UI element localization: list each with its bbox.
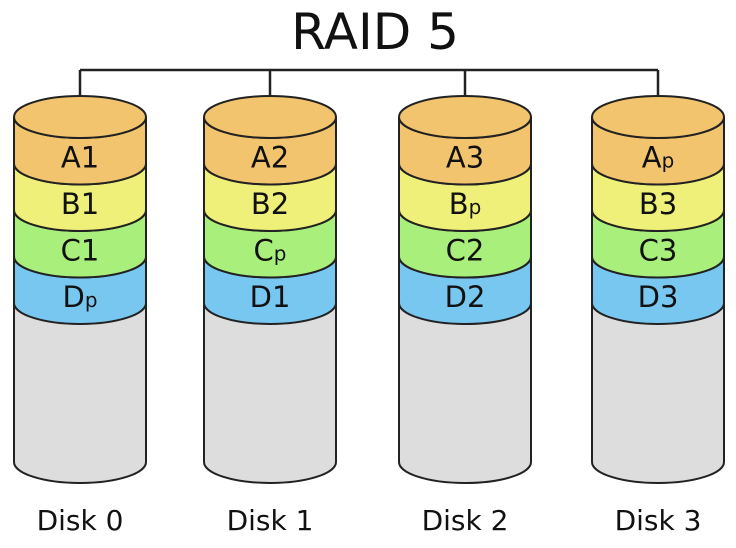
disk-top-cap bbox=[13, 95, 147, 139]
block-label-sub: 2 bbox=[271, 187, 289, 221]
disk-name-label: Disk 3 bbox=[615, 504, 702, 537]
block-label-base: D bbox=[250, 280, 272, 314]
block-label-base: C bbox=[254, 233, 274, 267]
block-label-base: A bbox=[61, 140, 81, 174]
block-label-base: C bbox=[61, 233, 81, 267]
block-label-base: B bbox=[449, 187, 469, 221]
block-label: B2 bbox=[251, 187, 289, 221]
block-label: D2 bbox=[445, 280, 486, 314]
block-label-sub: p bbox=[662, 148, 675, 172]
disk-name-label: Disk 0 bbox=[37, 504, 124, 537]
block-label-base: D bbox=[62, 280, 84, 314]
block-label: A3 bbox=[446, 140, 484, 174]
block-label-base: B bbox=[251, 187, 271, 221]
disk-top-cap bbox=[203, 95, 337, 139]
block-label-base: C bbox=[446, 233, 466, 267]
block-label-sub: 1 bbox=[81, 187, 99, 221]
disk-name-label: Disk 2 bbox=[422, 504, 509, 537]
disk-empty-space bbox=[591, 302, 725, 484]
block-label: D1 bbox=[250, 280, 291, 314]
block-label: A1 bbox=[61, 140, 99, 174]
block-label-sub: 2 bbox=[271, 140, 289, 174]
block-label-sub: p bbox=[85, 288, 98, 312]
block-label: A2 bbox=[251, 140, 289, 174]
block-label-sub: 3 bbox=[659, 187, 677, 221]
block-label-base: B bbox=[61, 187, 81, 221]
block-label-sub: 1 bbox=[81, 233, 99, 267]
block-label: Ap bbox=[642, 140, 675, 174]
block-label: Dp bbox=[62, 280, 97, 314]
block-label: Bp bbox=[449, 187, 482, 221]
disk-top-cap bbox=[398, 95, 532, 139]
block-label-sub: p bbox=[469, 195, 482, 219]
block-label-sub: 1 bbox=[81, 140, 99, 174]
disk-empty-space bbox=[13, 302, 147, 484]
block-label-sub: 1 bbox=[272, 280, 290, 314]
disk-empty-space bbox=[398, 302, 532, 484]
block-label-sub: p bbox=[274, 241, 287, 265]
block-label-base: A bbox=[446, 140, 466, 174]
block-label-base: B bbox=[639, 187, 659, 221]
disk-empty-space bbox=[203, 302, 337, 484]
disk-top-cap bbox=[591, 95, 725, 139]
block-label-sub: 2 bbox=[466, 233, 484, 267]
block-label-base: C bbox=[639, 233, 659, 267]
block-label: B3 bbox=[639, 187, 677, 221]
block-label-sub: 3 bbox=[466, 140, 484, 174]
block-label: C1 bbox=[61, 233, 100, 267]
block-label: C3 bbox=[639, 233, 678, 267]
disk-name-label: Disk 1 bbox=[227, 504, 314, 537]
block-label-sub: 3 bbox=[659, 233, 677, 267]
block-label-sub: 2 bbox=[467, 280, 485, 314]
block-label-base: D bbox=[638, 280, 660, 314]
block-label-base: D bbox=[445, 280, 467, 314]
block-label: C2 bbox=[446, 233, 485, 267]
block-label-base: A bbox=[251, 140, 271, 174]
block-label: B1 bbox=[61, 187, 99, 221]
block-label-sub: 3 bbox=[660, 280, 678, 314]
connector-bus bbox=[78, 68, 660, 117]
block-label-base: A bbox=[642, 140, 662, 174]
block-label: Cp bbox=[254, 233, 287, 267]
diagram-title: RAID 5 bbox=[291, 3, 459, 61]
block-label: D3 bbox=[638, 280, 679, 314]
